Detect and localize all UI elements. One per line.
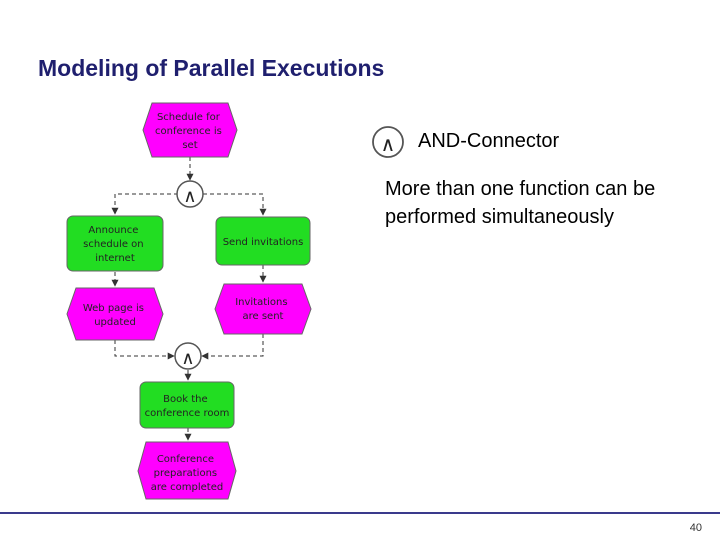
slide-title: Modeling of Parallel Executions	[38, 55, 385, 81]
edge-split-to-announce	[111, 193, 178, 215]
svg-text:Invitations are sent: Invitations are sent	[235, 297, 291, 322]
connections	[111, 157, 267, 441]
node-text-line: Conference	[157, 454, 214, 465]
node-text-line: updated	[94, 317, 136, 328]
node-text-line: are sent	[243, 311, 284, 322]
svg-text:Schedule for conference: Schedule for conference is set	[155, 112, 225, 151]
function-announce: Announce schedule on internet	[66, 215, 164, 272]
node-text-line: Web page is	[83, 303, 144, 314]
node-text-line: conference room	[145, 408, 230, 419]
node-text-line: Announce	[88, 225, 138, 236]
page-number: 40	[689, 522, 702, 534]
and-join-connector: ∧	[174, 342, 202, 370]
svg-text:Book the conference room: Book the conference room	[145, 394, 230, 419]
event-web-page-updated: Web page is updated	[66, 287, 164, 341]
node-text-line: set	[182, 140, 197, 151]
and-split-symbol: ∧	[183, 186, 196, 207]
svg-text:Conference preparations: Conference preparations are completed	[151, 454, 223, 493]
edge-split-to-send	[203, 193, 267, 216]
node-text-line: schedule on	[83, 239, 143, 250]
node-text-line: Book the	[163, 394, 207, 405]
node-text-line: conference is	[155, 126, 222, 137]
edge-web-to-join	[114, 340, 175, 360]
svg-text:Announce schedule on: Announce schedule on internet	[83, 225, 147, 264]
legend-and-connector-icon: ∧	[372, 126, 404, 158]
event-invitations-sent: Invitations are sent	[214, 283, 312, 335]
node-text-line: Invitations	[235, 297, 287, 308]
node-text-line: Send invitations	[223, 237, 304, 248]
node-text-line: preparations	[154, 468, 217, 479]
svg-text:Web page is updated: Web page is updated	[83, 303, 147, 328]
edge-invitations-to-join	[201, 334, 264, 360]
and-join-symbol: ∧	[181, 348, 194, 369]
footer-divider	[0, 512, 720, 514]
node-text-line: Schedule for	[157, 112, 221, 123]
legend-and-connector-label: AND-Connector	[418, 130, 560, 152]
function-send-invitations: Send invitations	[215, 216, 311, 266]
legend-and-symbol: ∧	[381, 132, 396, 156]
event-preparations-completed: Conference preparations are completed	[137, 441, 237, 500]
svg-text:Send invitations: Send invitations	[223, 237, 304, 248]
node-text-line: internet	[95, 253, 135, 264]
node-text-line: are completed	[151, 482, 223, 493]
event-schedule-set: Schedule for conference is set	[142, 102, 238, 158]
and-split-connector: ∧	[176, 180, 204, 208]
description-text: More than one function can be performed …	[385, 178, 656, 228]
function-book-room: Book the conference room	[139, 381, 235, 429]
